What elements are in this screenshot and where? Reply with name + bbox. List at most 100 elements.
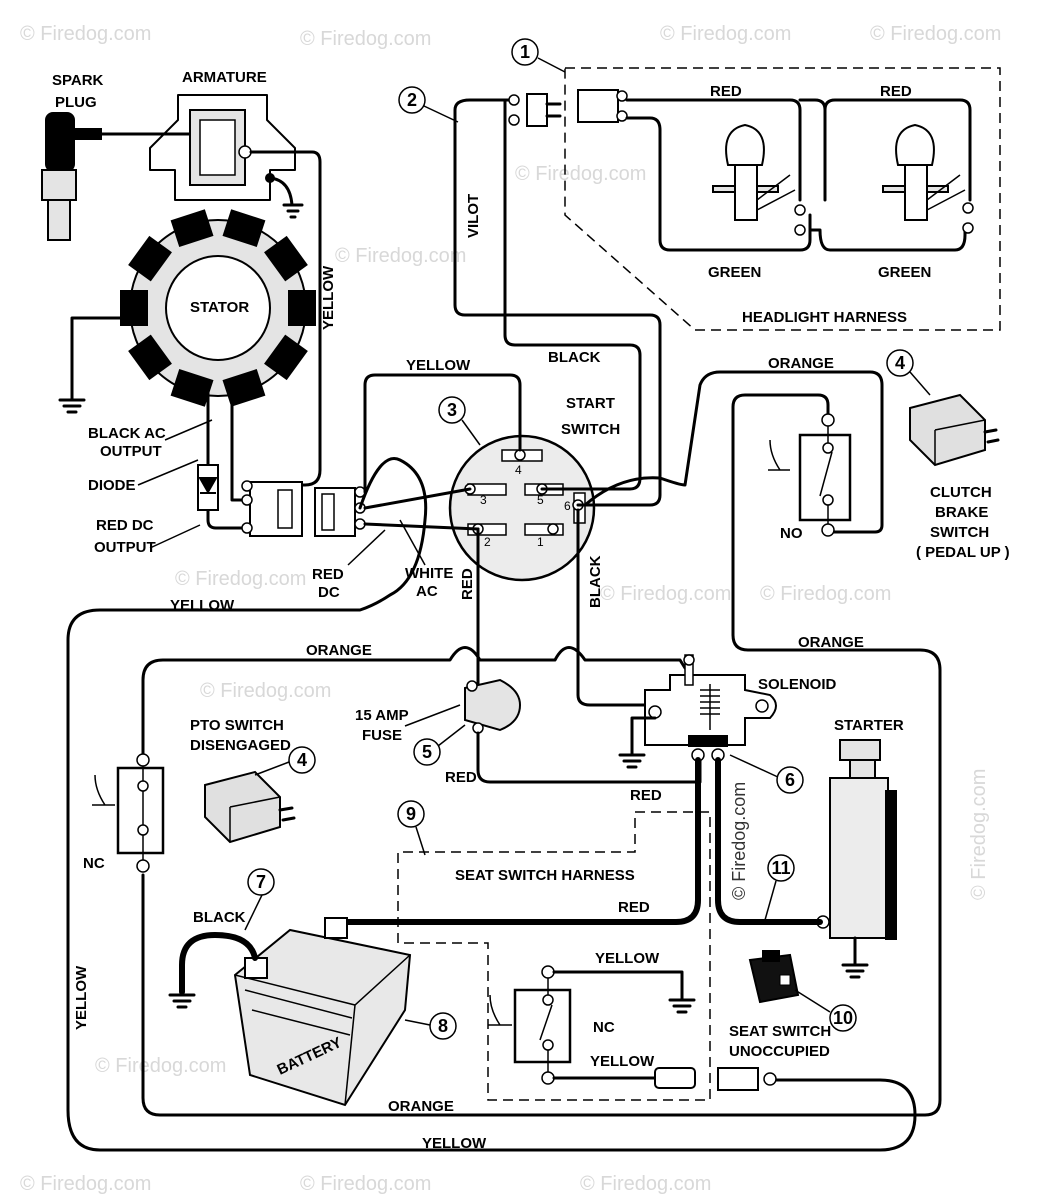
callout-3: 3 [447,400,457,420]
watermark: © Firedog.com [580,1173,711,1195]
stator-pole [120,290,148,326]
wire-orange-top [583,370,884,534]
callout-5: 5 [422,742,432,762]
label-red: RED [880,83,912,100]
label-yellow: YELLOW [595,950,660,967]
label-red-dc: RED [312,566,344,583]
label-black: BLACK [587,555,604,608]
label-yellow: YELLOW [422,1135,487,1152]
watermark: © Firedog.com [200,680,331,702]
watermark: © Firedog.com [175,568,306,590]
wire-black-switch [576,508,657,707]
start-switch[interactable]: 4 3 5 6 2 1 [448,434,596,582]
wire-red-fuse [476,731,702,784]
label-fuse: FUSE [362,727,402,744]
label-yellow: YELLOW [406,357,471,374]
wire-orange-right [141,393,942,1117]
label-seat-switch: UNOCCUPIED [729,1043,830,1060]
watermark: © Firedog.com [300,1173,431,1195]
pin-4: 4 [515,463,522,477]
seat-switch-harness-box [397,811,711,1101]
wire-red-dc [363,522,480,531]
stator-pole [170,209,214,247]
label-red: RED [459,568,476,600]
watermark-dark: © Firedog.com [729,782,749,900]
connector-stator [241,480,303,537]
solenoid [618,654,777,769]
stator-pole [128,334,172,381]
watermark: © Firedog.com [600,583,731,605]
label-fuse: 15 AMP [355,707,409,724]
label-pto-switch: PTO SWITCH [190,717,284,734]
wire-yellow-top [363,373,522,494]
label-spark-plug: SPARK [52,72,104,89]
watermark: © Firedog.com [20,23,151,45]
wire-headlights [625,98,972,252]
stator-pole [264,334,308,381]
callout-9: 9 [406,804,416,824]
label-spark-plug: PLUG [55,94,97,111]
wire-black-top [503,98,642,491]
headlight-bulb-right [882,123,974,234]
callout-4: 4 [895,353,905,373]
watermark: © Firedog.com [300,28,431,50]
stator-pole [128,235,172,282]
callouts: 1 2 3 4 4 5 6 7 8 9 10 11 [247,38,931,1040]
cable-battery-red [342,757,701,925]
headlight-bulb-left [712,123,806,236]
pin-1: 1 [537,535,544,549]
label-headlight-harness: HEADLIGHT HARNESS [742,309,907,326]
watermark: © Firedog.com [660,23,791,45]
label-green: GREEN [878,264,931,281]
label-black-ac-output: BLACK AC [88,425,166,442]
label-white-ac: AC [416,583,438,600]
label-red: RED [445,769,477,786]
pin-2: 2 [484,535,491,549]
headlight-harness-box [564,67,1001,331]
label-starter: STARTER [834,717,904,734]
cable-starter [715,757,823,925]
label-nc: NC [593,1019,615,1036]
callout-6: 6 [785,770,795,790]
connector-harness [314,486,366,537]
watermark: © Firedog.com [20,1173,151,1195]
label-diode: DIODE [88,477,136,494]
callout-8: 8 [438,1016,448,1036]
clutch-brake-switch-schematic [768,413,852,537]
label-yellow: YELLOW [590,1053,655,1070]
label-vilot: VILOT [465,194,482,238]
label-orange: ORANGE [388,1098,454,1115]
stator [58,209,316,414]
seat-switch-icon [748,950,800,1004]
label-start-switch: START [566,395,615,412]
pin-3: 3 [480,493,487,507]
label-armature: ARMATURE [182,69,267,86]
label-solenoid: SOLENOID [758,676,837,693]
label-red: RED [710,83,742,100]
label-black: BLACK [193,909,246,926]
cable-battery-black [179,931,258,995]
label-no: NO [780,525,803,542]
callout-2: 2 [407,90,417,110]
label-red-dc-output: RED DC [96,517,154,534]
label-clutch-brake-switch: CLUTCH [930,484,992,501]
label-nc: NC [83,855,105,872]
pin-6: 6 [564,499,571,513]
wire-yellow-loop [66,457,917,1152]
label-black: BLACK [548,349,601,366]
wire-yellow-armature [249,150,322,487]
watermark: © Firedog.com [515,163,646,185]
label-green: GREEN [708,264,761,281]
label-orange: ORANGE [768,355,834,372]
label-red: RED [618,899,650,916]
wire-red-dc-output [206,390,247,530]
label-orange: ORANGE [798,634,864,651]
label-seat-switch-harness: SEAT SWITCH HARNESS [455,867,635,884]
spark-plug [41,112,192,241]
label-clutch-brake-switch: SWITCH [930,524,989,541]
callout-7: 7 [256,872,266,892]
seat-switch-schematic [488,965,777,1091]
clutch-brake-switch-icon [909,393,1000,467]
watermark: © Firedog.com [968,769,990,900]
